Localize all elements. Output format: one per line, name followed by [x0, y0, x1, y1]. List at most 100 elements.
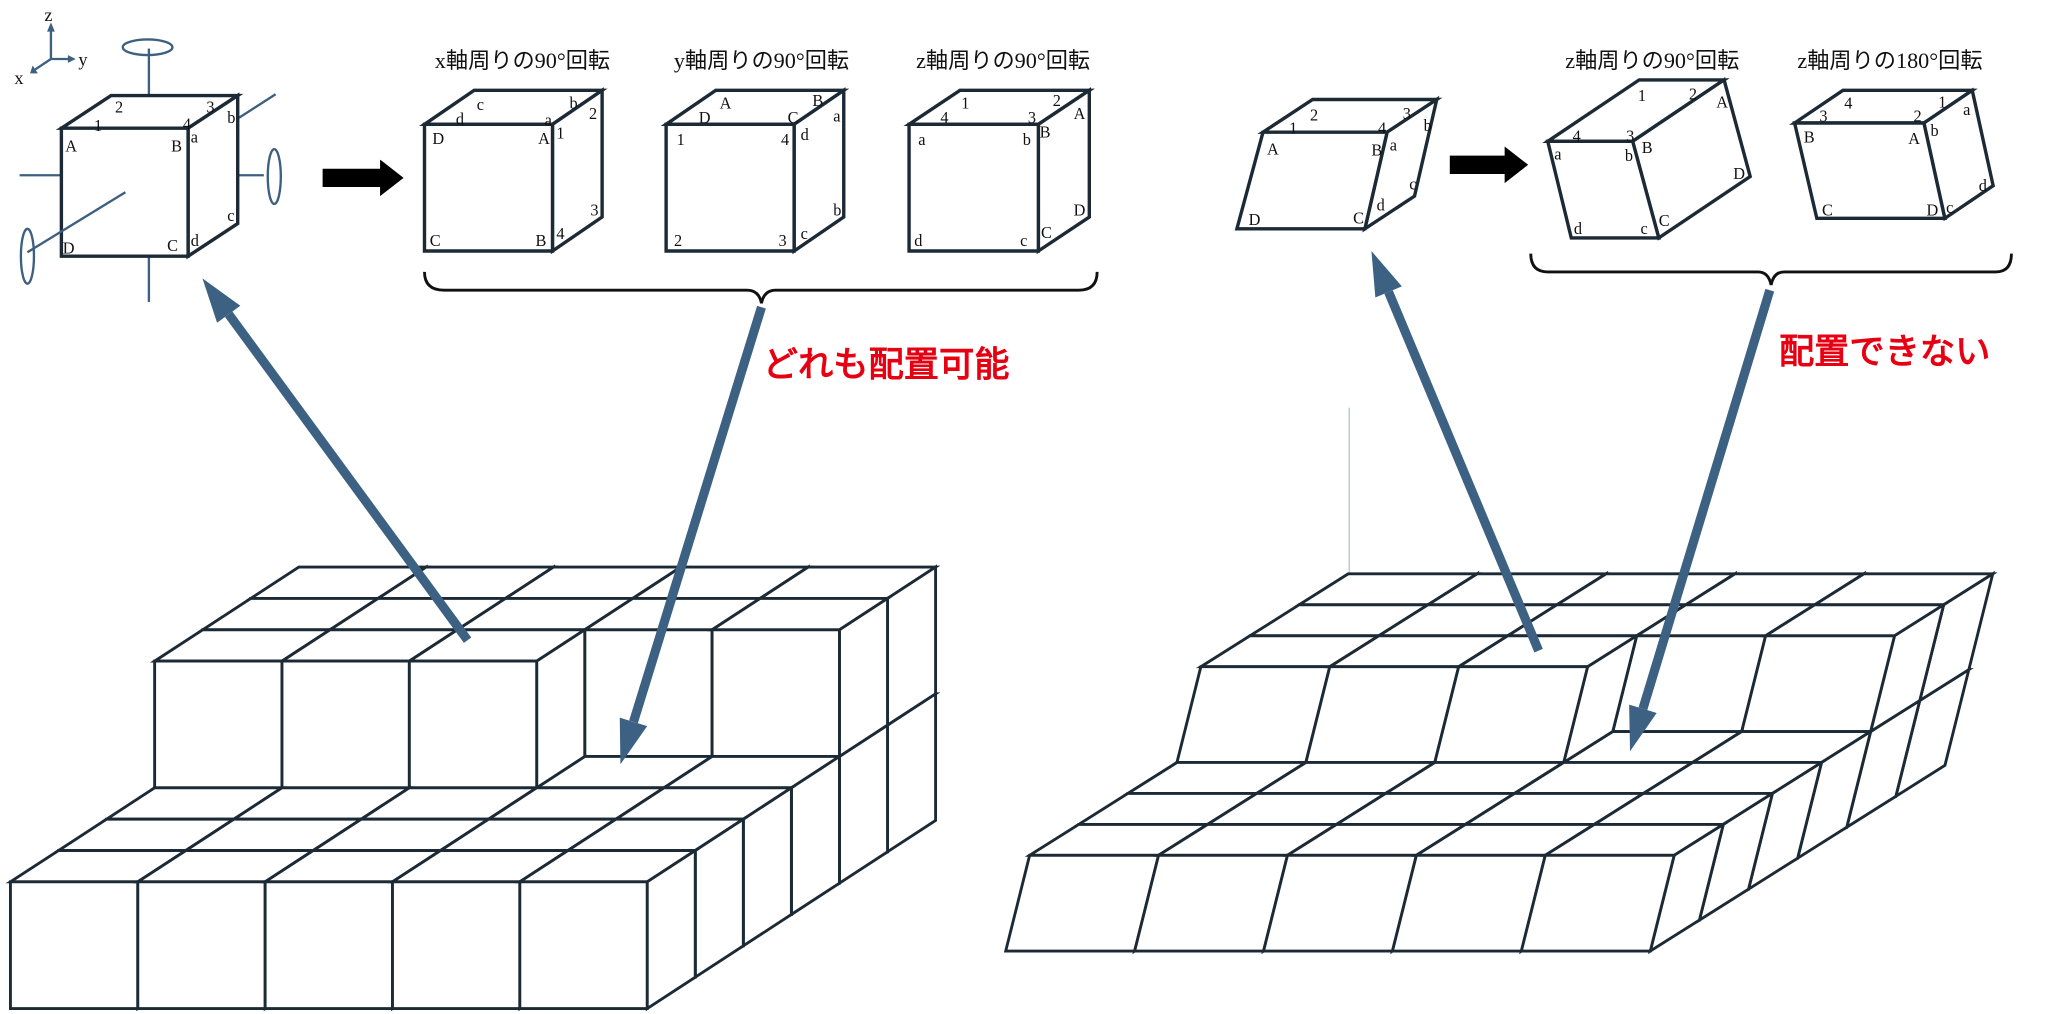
cube-vertex-label: 4: [1844, 94, 1852, 113]
arrow-head-icon: [1629, 704, 1657, 752]
cube-vertex-label: A: [1716, 92, 1728, 111]
cube-vertex-label: 2: [589, 104, 597, 123]
x-axis-label: x: [14, 68, 23, 88]
cube-vertex-label: 1: [1289, 118, 1297, 137]
grid-cube-front: [136, 880, 267, 1010]
grid-cube: [1739, 601, 1949, 735]
grid-cube-front: [1175, 665, 1332, 764]
cube-vertex-label: B: [536, 231, 547, 250]
grid-cube-front: [1432, 665, 1590, 764]
cube-vertex-label: 4: [940, 108, 948, 127]
cube-vertex-label: a: [1390, 135, 1398, 154]
z-axis-label: z: [44, 5, 52, 25]
grid-cube-front: [1261, 853, 1419, 953]
y-axis-label: y: [78, 50, 88, 70]
grid-cube-front: [280, 659, 411, 790]
cube-vertex-label: C: [1353, 209, 1364, 228]
cube-front-face: [907, 122, 1041, 253]
cube-vertex-label: C: [1659, 211, 1670, 230]
cube-vertex-label: 3: [1403, 104, 1411, 123]
title-z-rotation-180: z軸周りの180°回転: [1797, 48, 1982, 73]
cube-vertex-label: d: [456, 109, 464, 128]
grid-cube-front: [583, 628, 714, 758]
grid-cube-front: [1132, 853, 1290, 953]
arrow-shaft: [1384, 290, 1543, 653]
cube-vertex-label: 2: [1053, 91, 1061, 110]
cube-vertex-label: b: [1625, 146, 1633, 165]
cube-vertex-label: d: [801, 125, 809, 144]
cube-vertex-label: c: [1946, 198, 1953, 217]
cube-vertex-label: a: [833, 107, 841, 126]
cube-vertex-label: c: [801, 224, 808, 243]
cube-vertex-label: a: [545, 111, 553, 130]
grid-cube-front: [407, 659, 539, 790]
title-z-rotation-90: z軸周りの90°回転: [916, 48, 1090, 73]
cube-vertex-label: C: [1822, 201, 1833, 220]
cube-vertex-label: 3: [1626, 126, 1634, 145]
arrow-shaft: [1638, 288, 1775, 711]
cube-vertex-label: 4: [556, 224, 564, 243]
cube-vertex-label: 1: [94, 116, 102, 135]
cube-vertex-label: D: [1249, 210, 1261, 229]
cube-vertex-label: d: [1574, 219, 1582, 238]
cube-vertex-label: c: [1640, 219, 1647, 238]
title-z-rotation-90-right: z軸周りの90°回転: [1565, 48, 1739, 73]
cube-vertex-label: 2: [1689, 84, 1697, 103]
stacked-cubes-structure: [5, 564, 941, 1012]
cube-vertex-label: a: [1554, 145, 1562, 164]
grid-cube-front: [391, 880, 522, 1010]
grid-cube: [1519, 821, 1729, 955]
axes-indicator: z y x: [14, 5, 88, 88]
cube-vertex-label: d: [914, 231, 922, 250]
grid-cube: [1432, 632, 1642, 766]
cube-vertex-label: c: [1409, 175, 1416, 194]
cube-vertex-label: a: [191, 128, 199, 147]
cube-vertex-label: 3: [778, 231, 786, 250]
cube-vertex-label: d: [1377, 196, 1385, 215]
cube-vertex-label: 4: [183, 115, 191, 134]
cube-vertex-label: c: [227, 206, 234, 225]
grid-cube: [515, 847, 701, 1012]
cube-vertex-label: a: [1963, 100, 1971, 119]
cube-vertex-label: B: [1804, 128, 1815, 147]
brace-right: [1529, 253, 2013, 286]
cube-vertex-label: A: [1267, 139, 1279, 158]
title-x-rotation-90: x軸周りの90°回転: [435, 48, 610, 73]
title-y-rotation-90: y軸周りの90°回転: [674, 48, 849, 73]
cube-vertex-label: B: [812, 91, 823, 110]
cube-vertex-label: C: [167, 236, 178, 255]
cube-vertex-label: A: [65, 137, 77, 156]
grid-cube-front: [1304, 665, 1461, 764]
grid-cube-front: [710, 628, 841, 758]
cube-vertex-label: B: [1642, 138, 1653, 157]
cube-vertex-label: b: [569, 94, 577, 113]
cube-vertex-label: D: [1074, 201, 1086, 220]
grid-cube-front: [1003, 853, 1161, 953]
arrow-shaft: [225, 311, 472, 643]
x-axis-arrow: [34, 58, 52, 71]
pointer-arrow: [1371, 251, 1543, 653]
cube-vertex-label: 2: [1913, 107, 1921, 126]
cube-front-face: [1234, 130, 1390, 231]
arrow-head-icon: [1371, 251, 1402, 298]
sheared-cubes-structure: [1003, 570, 1998, 955]
cube-vertex-label: 2: [115, 98, 123, 117]
grid-cube-front: [1739, 634, 1897, 733]
rotation-arrow-icon: [121, 38, 174, 57]
cube-vertex-label: b: [227, 108, 235, 127]
right-arrow-icon: [1449, 146, 1529, 184]
cube-vertex-label: 3: [590, 201, 598, 220]
arrow-head-icon: [619, 717, 648, 765]
cube-vertex-label: 3: [1028, 108, 1036, 127]
cube-vertex-label: C: [788, 108, 799, 127]
cube-vertex-label: c: [1020, 231, 1027, 250]
cube-vertex-label: D: [1927, 201, 1939, 220]
pointer-arrow: [202, 278, 472, 643]
arrow-shaft: [629, 305, 766, 724]
